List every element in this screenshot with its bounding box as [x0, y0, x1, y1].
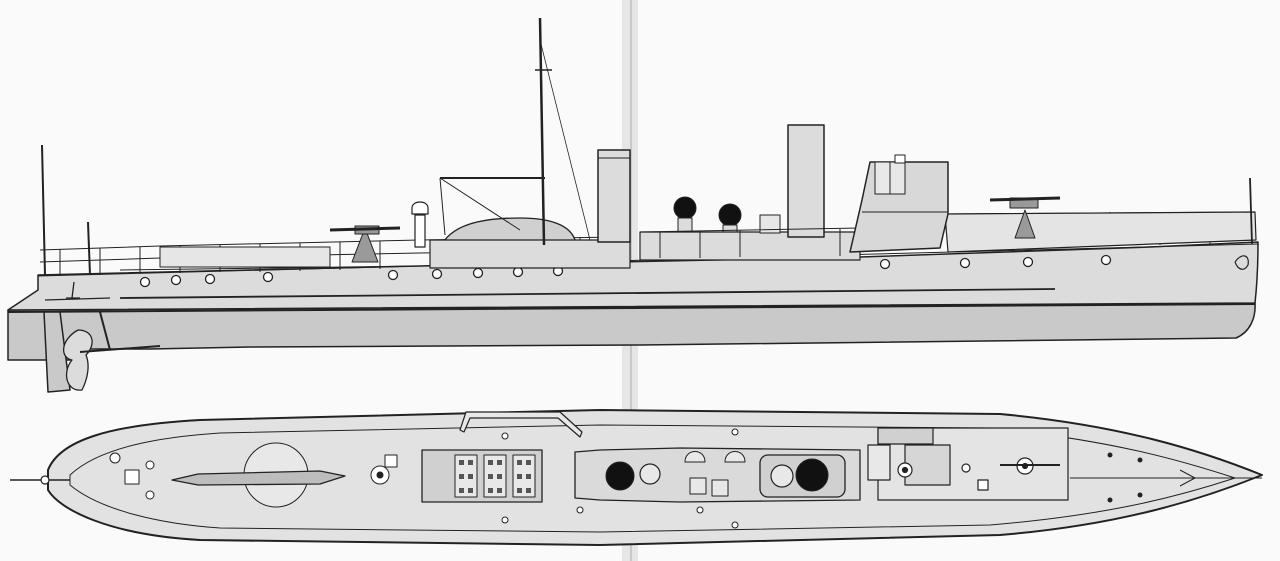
rudder-icon [43, 311, 71, 393]
ventilator-icon [411, 201, 429, 248]
stern-post-icon [40, 475, 50, 485]
porthole-icon [472, 267, 484, 279]
midships-deckhouse [429, 239, 631, 269]
forward-deckhouse [639, 231, 861, 261]
forecastle-plan [867, 427, 1069, 501]
porthole-icon [170, 274, 182, 286]
ventilator-icon [673, 196, 697, 220]
mast-icon [439, 17, 591, 246]
gangway [459, 411, 583, 438]
ventilator-icon [770, 464, 794, 488]
funnel-icon [597, 149, 631, 243]
propeller-shaft [79, 345, 161, 353]
deck-gun-icon [989, 196, 1061, 239]
shaft-bracket [99, 311, 111, 351]
deck-plan-view [10, 409, 1263, 546]
hull-upper [7, 241, 1259, 311]
bow-fittings [1070, 452, 1262, 503]
rubbing-strake [119, 288, 1056, 299]
ventilator-icon [718, 203, 742, 227]
aft-deck-fittings [109, 442, 398, 508]
porthole-icon [204, 273, 216, 285]
torpedo-tube-icon [171, 470, 346, 486]
porthole-icon [512, 266, 524, 278]
porthole-icon [431, 268, 443, 280]
porthole-icon [387, 269, 399, 281]
deck-rings [501, 428, 739, 529]
porthole-icon [139, 276, 151, 288]
aft-deckhouse [159, 246, 331, 268]
porthole-icon [959, 257, 971, 269]
jack-staff [1249, 177, 1253, 245]
porthole-icon [1022, 256, 1034, 268]
anchor-icon [66, 281, 80, 299]
bridge-icon [849, 154, 949, 253]
propeller-icon [63, 329, 93, 391]
porthole-icon [1100, 254, 1112, 266]
hatch-block [421, 449, 543, 503]
porthole-icon [262, 271, 274, 283]
porthole-icon [879, 258, 891, 270]
side-profile-view [7, 17, 1259, 393]
portholes-forward [879, 254, 1112, 270]
waterline [7, 303, 1256, 313]
bow-anchor-icon [1234, 255, 1249, 270]
deck-gun-icon [329, 225, 401, 263]
ventilator-icon [639, 463, 661, 485]
ensign-staff [41, 144, 46, 276]
funnel-icon [787, 124, 825, 238]
funnel-icon [795, 458, 829, 492]
funnel-icon [605, 461, 635, 491]
stern-gear [43, 311, 161, 393]
